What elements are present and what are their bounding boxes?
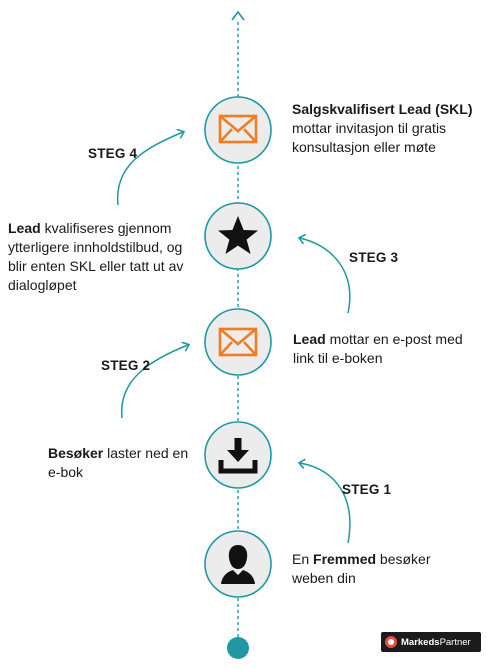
stage-text-download-rest: laster ned en e-bok [48, 445, 189, 480]
logo-mark-icon [385, 636, 397, 648]
stage-text-lead-email: Lead mottar en e-post med link til e-bok… [293, 330, 473, 368]
logo-text-bold: Markeds [401, 636, 440, 648]
markedspartner-logo: MarkedsPartner [381, 632, 481, 652]
stage-text-stranger-pre: En [292, 551, 314, 567]
stage-text-stranger-rest: besøker weben din [292, 551, 431, 586]
step-label-3: STEG 3 [349, 250, 399, 265]
stage-circle-stranger [204, 530, 272, 598]
stage-text-stranger: En Fremmed besøker weben din [292, 550, 462, 588]
step4-arrow [117, 132, 183, 206]
stage-text-qualify-bold: Lead [8, 220, 41, 236]
stage-text-qualify: Lead kvalifiseres gjennom ytterligere in… [8, 219, 200, 295]
step-label-2: STEG 2 [101, 358, 151, 373]
timeline-arrowhead [231, 10, 245, 21]
stage-text-stranger-bold: Fremmed [313, 551, 377, 567]
step-label-4: STEG 4 [88, 146, 138, 161]
envelope-icon [218, 114, 258, 144]
stage-text-skl: Salgskvalifisert Lead (SKL) mottar invit… [292, 100, 482, 157]
stage-text-lead-email-bold: Lead [293, 331, 326, 347]
step3-arrow [300, 238, 351, 314]
step-label-1: STEG 1 [342, 482, 392, 497]
person-icon [221, 545, 255, 584]
step1-arrow [300, 463, 351, 544]
step2-arrow [121, 345, 188, 419]
stage-circle-qualify [204, 202, 272, 270]
stage-text-lead-email-rest: mottar en e-post med link til e-boken [293, 331, 463, 366]
timeline-start-dot [227, 637, 249, 659]
stage-text-qualify-rest: kvalifiseres gjennom ytterligere innhold… [8, 220, 184, 293]
stage-circle-lead-email [204, 308, 272, 376]
stage-text-skl-bold: Salgskvalifisert Lead (SKL) [292, 101, 473, 117]
logo-text: MarkedsPartner [401, 637, 471, 648]
star-icon [218, 216, 258, 254]
stage-text-download: Besøker laster ned en e-bok [48, 444, 198, 482]
envelope-icon [218, 327, 258, 357]
stage-text-download-bold: Besøker [48, 445, 104, 461]
download-icon [218, 438, 258, 474]
stage-circle-skl [204, 96, 272, 164]
stage-circle-download [204, 421, 272, 489]
logo-text-rest: Partner [439, 636, 471, 648]
stage-text-skl-rest: mottar invitasjon til gratis konsultasjo… [292, 120, 447, 155]
